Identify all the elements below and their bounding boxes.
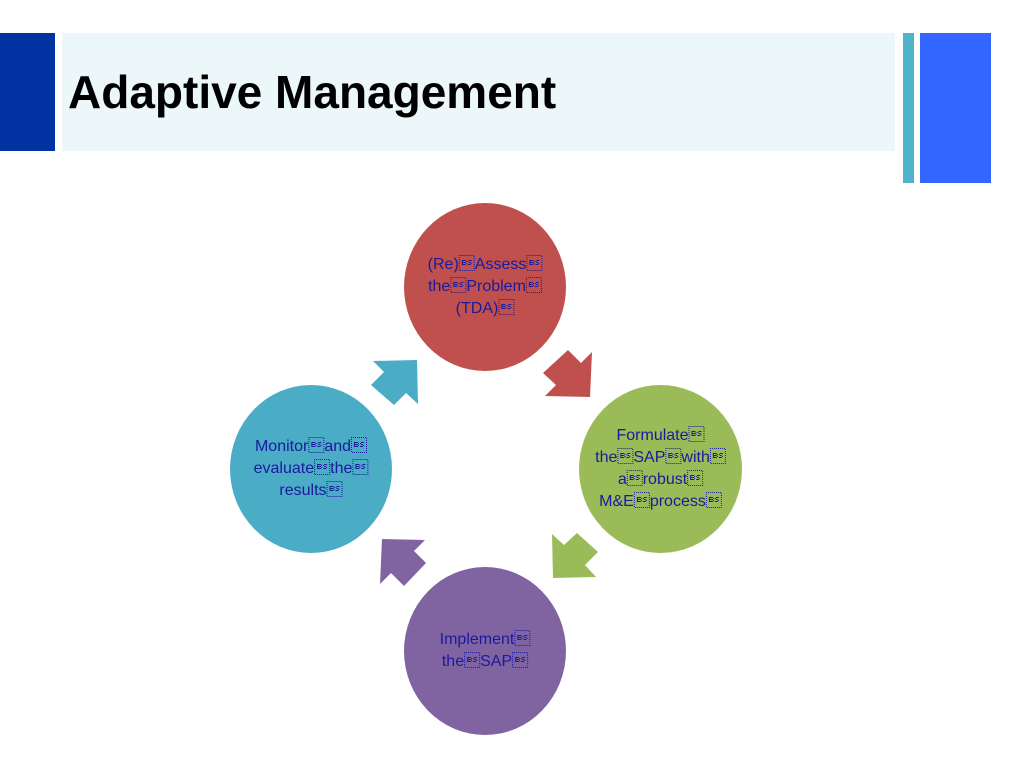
node-label: Implement theSAP xyxy=(439,631,531,670)
node-label: Formulate theSAPwith arobust M&Ep… xyxy=(595,427,726,510)
left-accent-bar xyxy=(0,33,55,151)
right-thin-accent-bar xyxy=(903,33,914,183)
arrow-down-left-icon xyxy=(552,533,598,578)
arrow-up-left-icon xyxy=(380,539,426,586)
slide-title: Adaptive Management xyxy=(68,66,557,118)
node-monitor-evaluate: Monitorand evaluatethe results xyxy=(230,385,392,553)
node-formulate-sap: Formulate theSAPwith arobust M&Ep… xyxy=(579,385,742,553)
title-band xyxy=(62,33,895,151)
node-label: Monitorand evaluatethe results xyxy=(253,438,369,499)
arrow-up-right-icon xyxy=(371,360,418,405)
node-label: (Re)Assess theProblem (TDA) xyxy=(427,256,543,317)
right-accent-bar xyxy=(920,33,991,183)
node-implement-sap: Implement theSAP xyxy=(404,567,566,735)
node-reassess-problem: (Re)Assess theProblem (TDA) xyxy=(404,203,566,371)
arrow-down-right-icon xyxy=(543,350,592,397)
